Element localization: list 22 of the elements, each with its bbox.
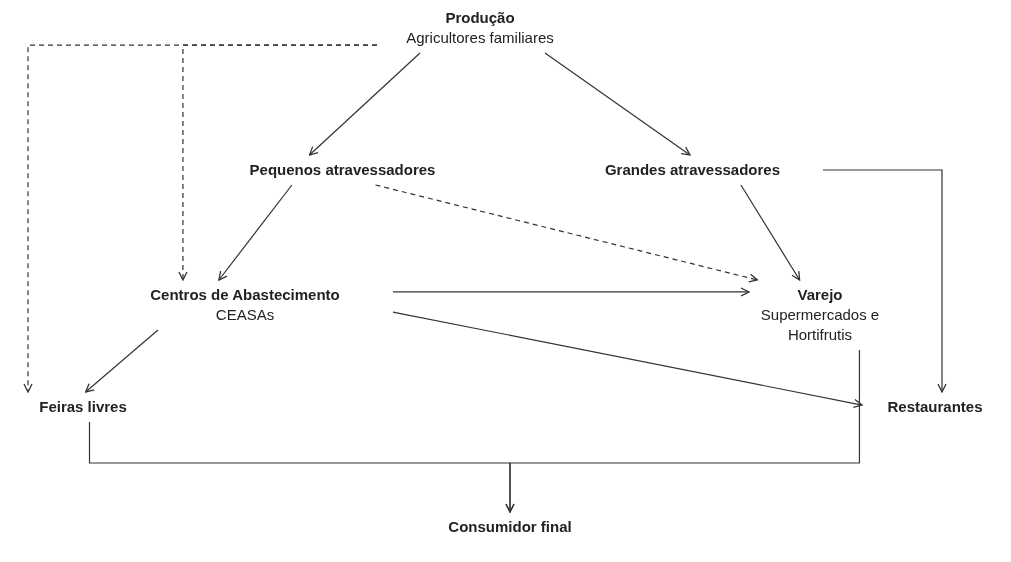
node-title: Varejo: [797, 285, 843, 305]
arrow: [84, 329, 159, 393]
node-subtitle: Supermercados e Hortifrutis: [759, 305, 881, 345]
arrow: [822, 169, 947, 393]
arrow: [392, 311, 863, 409]
node-title: Restaurantes: [887, 397, 983, 417]
node-subtitle: Agricultores familiares: [406, 28, 554, 48]
node-title: Centros de Abastecimento: [150, 285, 340, 305]
node-title: Produção: [445, 8, 515, 28]
arrow: [218, 184, 293, 281]
arrow: [374, 184, 759, 283]
arrow: [740, 184, 801, 281]
arrow: [544, 52, 691, 156]
node-title: Consumidor final: [448, 517, 572, 537]
arrow: [308, 52, 421, 156]
node-title: Grandes atravessadores: [604, 160, 781, 180]
node-subtitle: CEASAs: [215, 305, 275, 325]
node-title: Pequenos atravessadores: [249, 160, 436, 180]
node-title: Feiras livres: [39, 397, 127, 417]
arrow: [392, 287, 750, 297]
arrow: [178, 44, 378, 281]
arrow: [505, 349, 861, 513]
